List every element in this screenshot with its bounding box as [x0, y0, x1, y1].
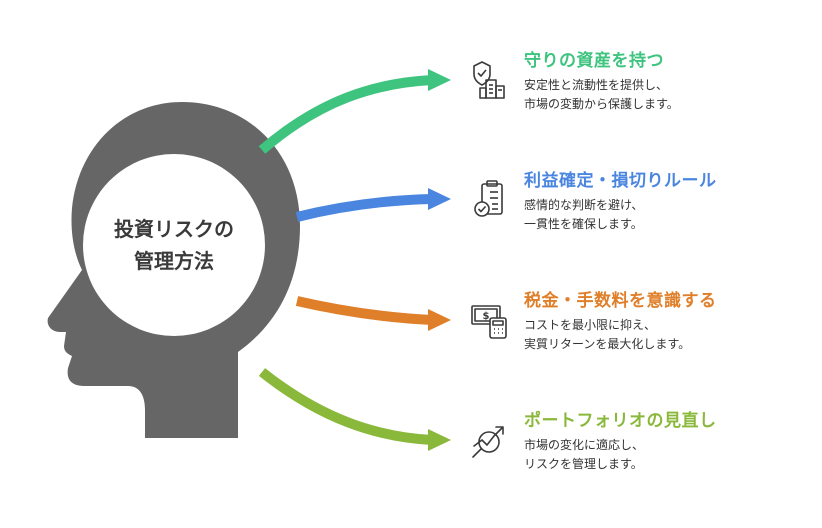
item-title: 税金・手数料を意識する	[524, 291, 717, 311]
item-desc-line2: リスクを管理します。	[524, 457, 643, 471]
arrow-4	[258, 368, 451, 451]
shield-building-icon	[473, 61, 505, 99]
item-desc-line2: 市場の変動から保護します。	[524, 97, 679, 111]
arrow-1	[258, 69, 451, 154]
item-description: コストを最小限に抑え、 実質リターンを最大化します。	[524, 316, 690, 354]
item-title: 利益確定・損切りルール	[524, 171, 717, 191]
arrow-2	[295, 188, 451, 222]
item-desc-line1: 市場の変化に適応し、	[524, 438, 645, 452]
item-title: 守りの資産を持つ	[524, 51, 664, 71]
item-title: ポートフォリオの見直し	[524, 411, 717, 431]
chart-magnifier-icon	[472, 426, 504, 458]
item-desc-line2: 実質リターンを最大化します。	[524, 337, 691, 351]
arrow-3	[295, 296, 451, 331]
center-title-line1: 投資リスクの	[114, 217, 234, 241]
item-desc-line1: 安定性と流動性を提供し、	[524, 78, 669, 92]
center-title: 投資リスクの 管理方法	[82, 213, 266, 277]
item-desc-line2: 一貫性を確保します。	[524, 217, 643, 231]
money-calculator-icon: $	[471, 305, 507, 339]
item-description: 安定性と流動性を提供し、 市場の変動から保護します。	[524, 76, 679, 114]
clipboard-check-icon	[474, 180, 503, 217]
center-circle	[83, 154, 265, 336]
item-desc-line1: 感情的な判断を避け、	[524, 198, 644, 212]
center-title-line2: 管理方法	[134, 249, 214, 273]
item-desc-line1: コストを最小限に抑え、	[524, 318, 657, 332]
item-description: 市場の変化に適応し、 リスクを管理します。	[524, 436, 644, 474]
item-description: 感情的な判断を避け、 一貫性を確保します。	[524, 196, 643, 234]
svg-text:$: $	[483, 311, 490, 322]
